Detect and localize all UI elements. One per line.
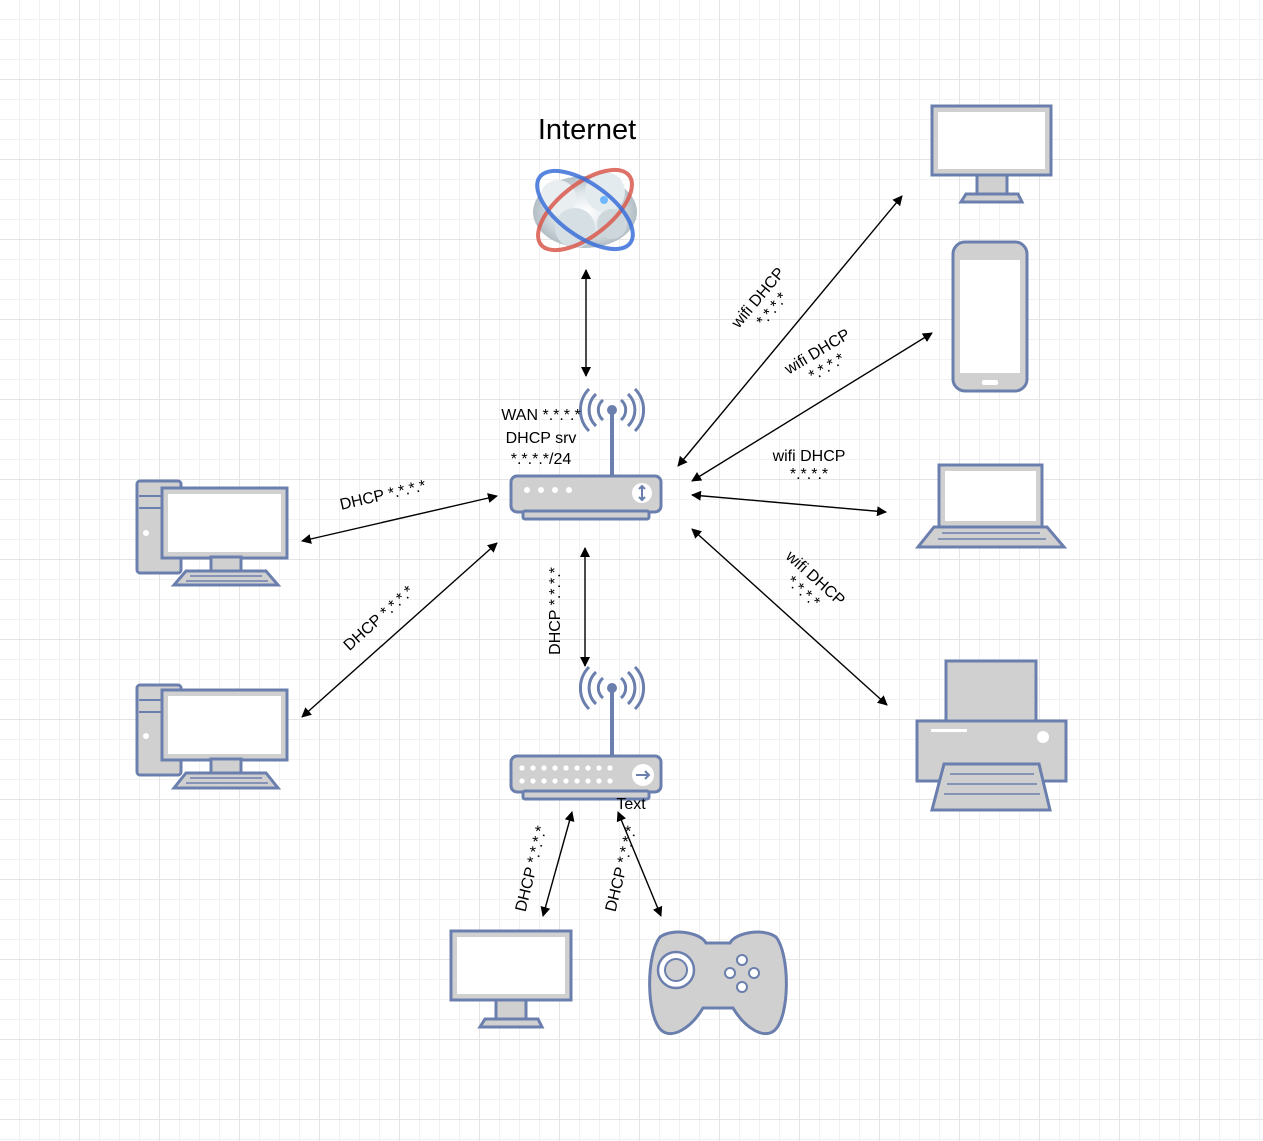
link-router-printer[interactable] — [691, 528, 888, 706]
link-label-printer: wifi DHCP *.*.*.* — [781, 547, 847, 611]
link-label-monitor-bottom: DHCP *.*.*.* — [513, 824, 551, 913]
printer-icon[interactable] — [915, 659, 1068, 812]
link-label-laptop-line1: wifi DHCP — [772, 448, 846, 465]
link-router-pc2[interactable] — [301, 542, 498, 718]
desktop-pc-icon-1[interactable] — [135, 479, 289, 587]
link-label-pc2: DHCP *.*.*.* — [341, 583, 418, 654]
link-router-phone[interactable] — [691, 332, 933, 482]
laptop-icon[interactable] — [914, 463, 1068, 549]
router-dhcp-label: DHCP srv — [506, 430, 577, 447]
link-router-monitor-top[interactable] — [677, 195, 903, 467]
wifi-router-icon[interactable] — [509, 387, 663, 521]
link-router-pc1[interactable] — [301, 493, 498, 544]
connectors — [301, 195, 933, 917]
desktop-pc-icon-2[interactable] — [135, 683, 289, 790]
link-label-laptop: wifi DHCP *.*.*.* — [772, 448, 846, 483]
monitor-icon-top[interactable] — [930, 104, 1053, 204]
smartphone-icon[interactable] — [951, 240, 1029, 393]
link-label-monitor-top: wifi DHCP *.*.*.* — [728, 265, 791, 333]
router-wan-label: WAN *.*.*.* — [501, 407, 580, 424]
link-router-laptop[interactable] — [691, 490, 887, 517]
link-label-laptop-line2: *.*.*.* — [790, 466, 828, 483]
router-subnet-label: *.*.*.*/24 — [511, 451, 572, 468]
internet-cloud-icon[interactable] — [524, 155, 645, 265]
link-label-gamepad: DHCP *.*.*.* — [603, 824, 641, 913]
link-switch-gamepad[interactable] — [616, 811, 663, 917]
link-switch-monitor[interactable] — [540, 811, 575, 917]
wifi-switch-icon[interactable] — [509, 665, 663, 801]
gamepad-icon[interactable] — [648, 930, 788, 1036]
monitor-icon-bottom[interactable] — [449, 929, 573, 1029]
internet-title: Internet — [538, 114, 636, 146]
link-label-switch: DHCP *.*.*.* — [547, 567, 564, 655]
link-label-pc1: DHCP *.*.*.* — [338, 477, 427, 513]
switch-text-label: Text — [616, 796, 646, 813]
